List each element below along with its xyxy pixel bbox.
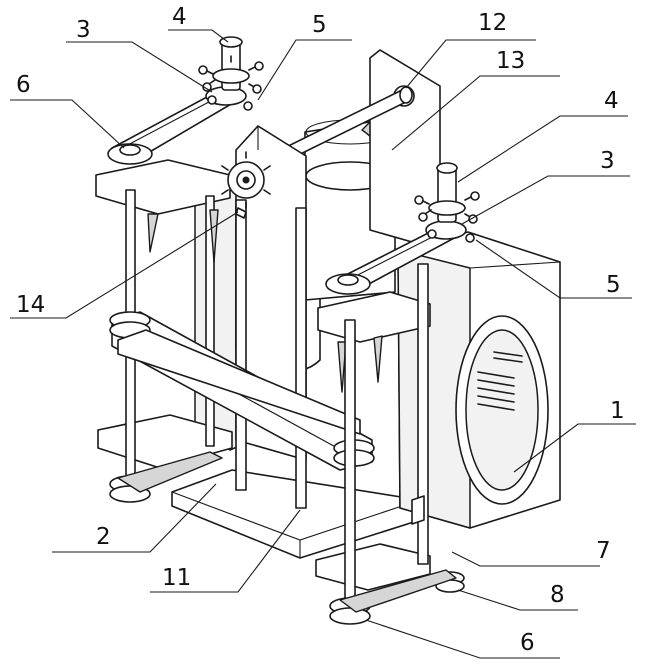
label-13: 13 [496,48,525,74]
label-3-right: 3 [600,148,615,174]
label-11: 11 [162,565,191,591]
label-7: 7 [596,538,611,564]
label-2: 2 [96,524,111,550]
label-5-right: 5 [606,272,621,298]
label-8: 8 [550,582,565,608]
label-1: 1 [610,398,625,424]
label-3-top-left: 3 [76,17,91,43]
label-6-top-left: 6 [16,72,31,98]
label-5-top: 5 [312,12,327,38]
label-4-top-left: 4 [172,4,187,30]
label-14: 14 [16,292,45,318]
label-4-right: 4 [604,88,619,114]
label-6-bottom: 6 [520,630,535,656]
handwheel-4-left [199,37,263,93]
label-12: 12 [478,10,507,36]
